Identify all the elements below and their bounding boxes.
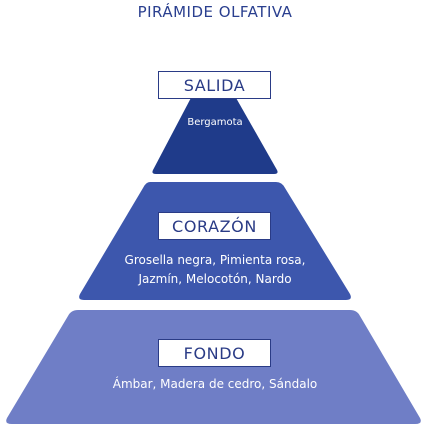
note-line: Ámbar, Madera de cedro, Sándalo bbox=[112, 377, 318, 391]
tier-notes-fondo: Ámbar, Madera de cedro, Sándalo bbox=[70, 377, 360, 391]
note-line: Grosella negra, Pimienta rosa, bbox=[124, 253, 306, 267]
tier-label-fondo-text: FONDO bbox=[183, 343, 246, 363]
tier-label-corazon: CORAZÓN bbox=[158, 212, 271, 240]
tier-label-salida: SALIDA bbox=[158, 71, 271, 99]
tier-label-fondo: FONDO bbox=[158, 339, 271, 367]
note-line: Jazmín, Melocotón, Nardo bbox=[138, 272, 292, 286]
note-line: Bergamota bbox=[187, 117, 243, 128]
tier-notes-corazon: Grosella negra, Pimienta rosa, Jazmín, M… bbox=[95, 251, 335, 289]
tier-label-salida-text: SALIDA bbox=[183, 75, 246, 95]
tier-notes-salida: Bergamota bbox=[155, 117, 275, 128]
page-title: PIRÁMIDE OLFATIVA bbox=[137, 3, 293, 21]
tier-label-corazon-text: CORAZÓN bbox=[172, 216, 257, 236]
pyramid-tier-middle bbox=[79, 182, 351, 300]
pyramid-tier-bottom bbox=[6, 310, 421, 424]
pyramid-tier-top bbox=[152, 75, 278, 174]
